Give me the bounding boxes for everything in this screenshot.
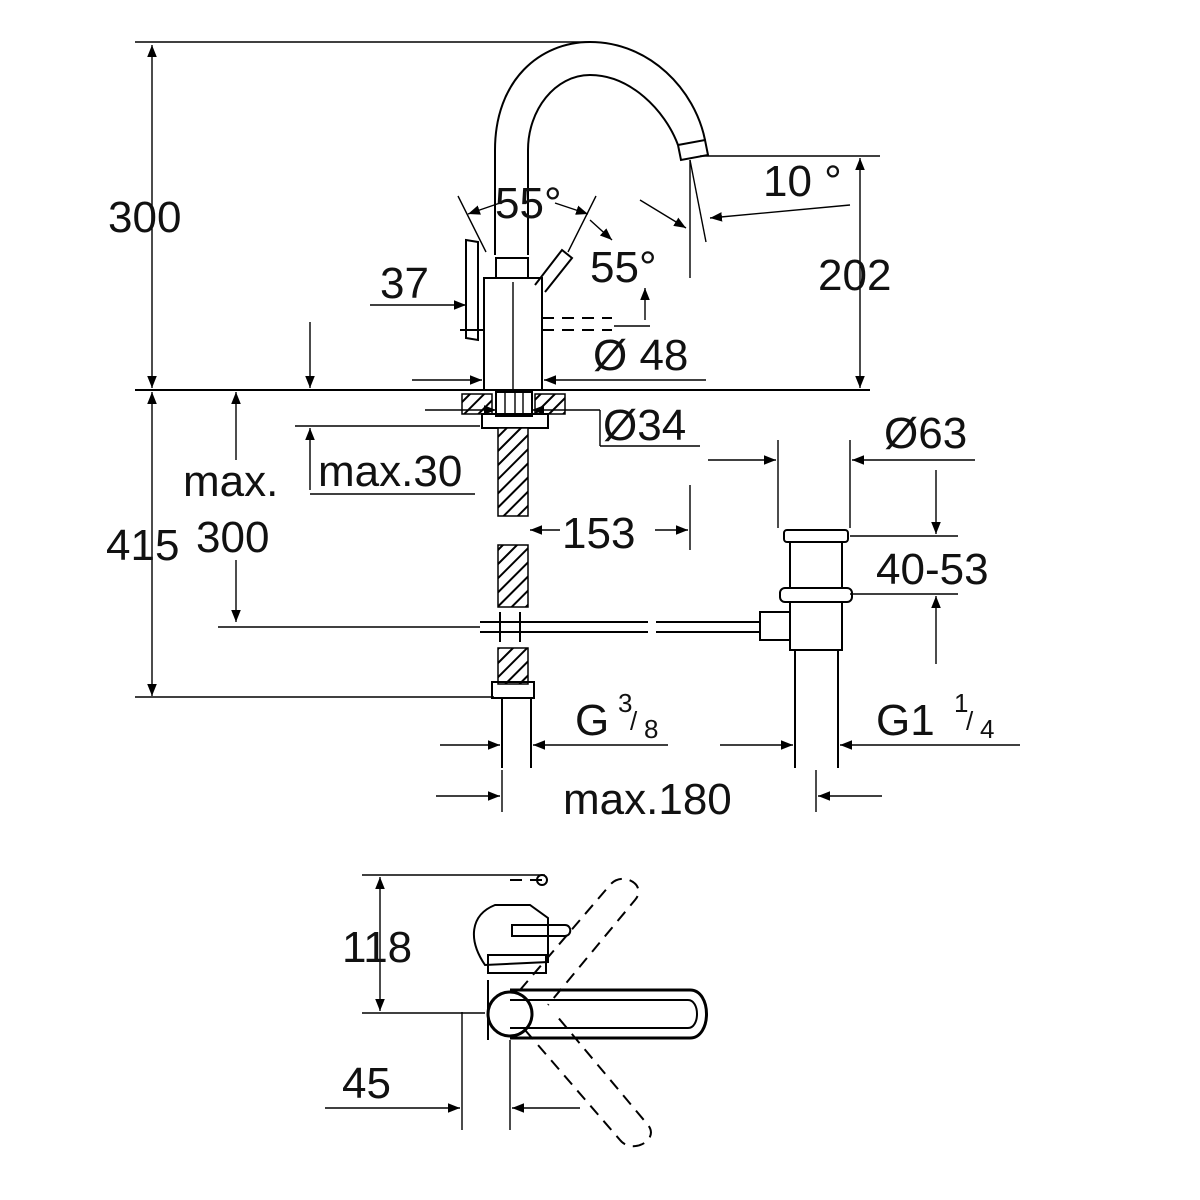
waste-thread-label: G1 — [876, 696, 935, 745]
flex-hoses — [491, 427, 535, 768]
hole-diameter-label: Ø34 — [603, 401, 686, 450]
spout-angle-label: 55° — [495, 179, 562, 228]
spout-height-label: 202 — [818, 251, 891, 300]
dim-lever-angles — [457, 195, 650, 327]
waste-range-label: 40-53 — [876, 545, 989, 594]
connection-thread-slash: / — [630, 706, 638, 736]
hose-max-value: 300 — [196, 513, 269, 562]
dim-max-distance — [436, 770, 882, 812]
connection-thread-numerator: 3 — [618, 688, 632, 718]
dim-depth-118 — [362, 874, 545, 1014]
dim-offset-45 — [325, 1012, 580, 1130]
dim-max-deck-thickness — [295, 322, 480, 495]
waste-thread-numerator: 1 — [954, 688, 968, 718]
offset-label: 45 — [342, 1059, 391, 1108]
dim-waste-diameter — [708, 440, 975, 528]
lever-offset-label: 37 — [380, 259, 429, 308]
waste-valve — [759, 529, 853, 768]
lever-angle-label: 55° — [590, 243, 657, 292]
waste-diameter-label: Ø63 — [884, 409, 967, 458]
depth-label: 118 — [342, 923, 412, 972]
top-view: 118 45 — [325, 874, 708, 1148]
spout-tilt-label: 10 ° — [763, 157, 842, 206]
dim-waste-range — [850, 470, 958, 664]
dim-height-300 — [135, 41, 590, 388]
dim-spout-reach-153 — [530, 485, 691, 550]
height-total-label: 300 — [108, 193, 181, 242]
front-view: 300 202 10 ° 55° 55° — [106, 40, 1020, 824]
connection-thread-label: G — [575, 696, 609, 745]
dim-spout-height-202 — [700, 155, 880, 388]
spout-reach-label: 153 — [562, 509, 635, 558]
max-distance-label: max.180 — [563, 775, 732, 824]
mixer-body — [460, 238, 612, 391]
body-diameter-label: Ø 48 — [593, 331, 688, 380]
hose-max-text: max. — [183, 457, 278, 506]
waste-thread-denominator: 4 — [980, 714, 994, 744]
dim-below-deck-415 — [135, 392, 494, 698]
dim-spout-angle — [639, 159, 851, 278]
popup-rod — [480, 612, 760, 642]
dim-hole-diameter — [425, 405, 700, 447]
max-deck-thickness-label: max.30 — [318, 447, 462, 496]
below-deck-total-label: 415 — [106, 521, 179, 570]
waste-thread-slash: / — [966, 706, 974, 736]
dim-hose-max — [218, 392, 480, 628]
connection-thread-denominator: 8 — [644, 714, 658, 744]
